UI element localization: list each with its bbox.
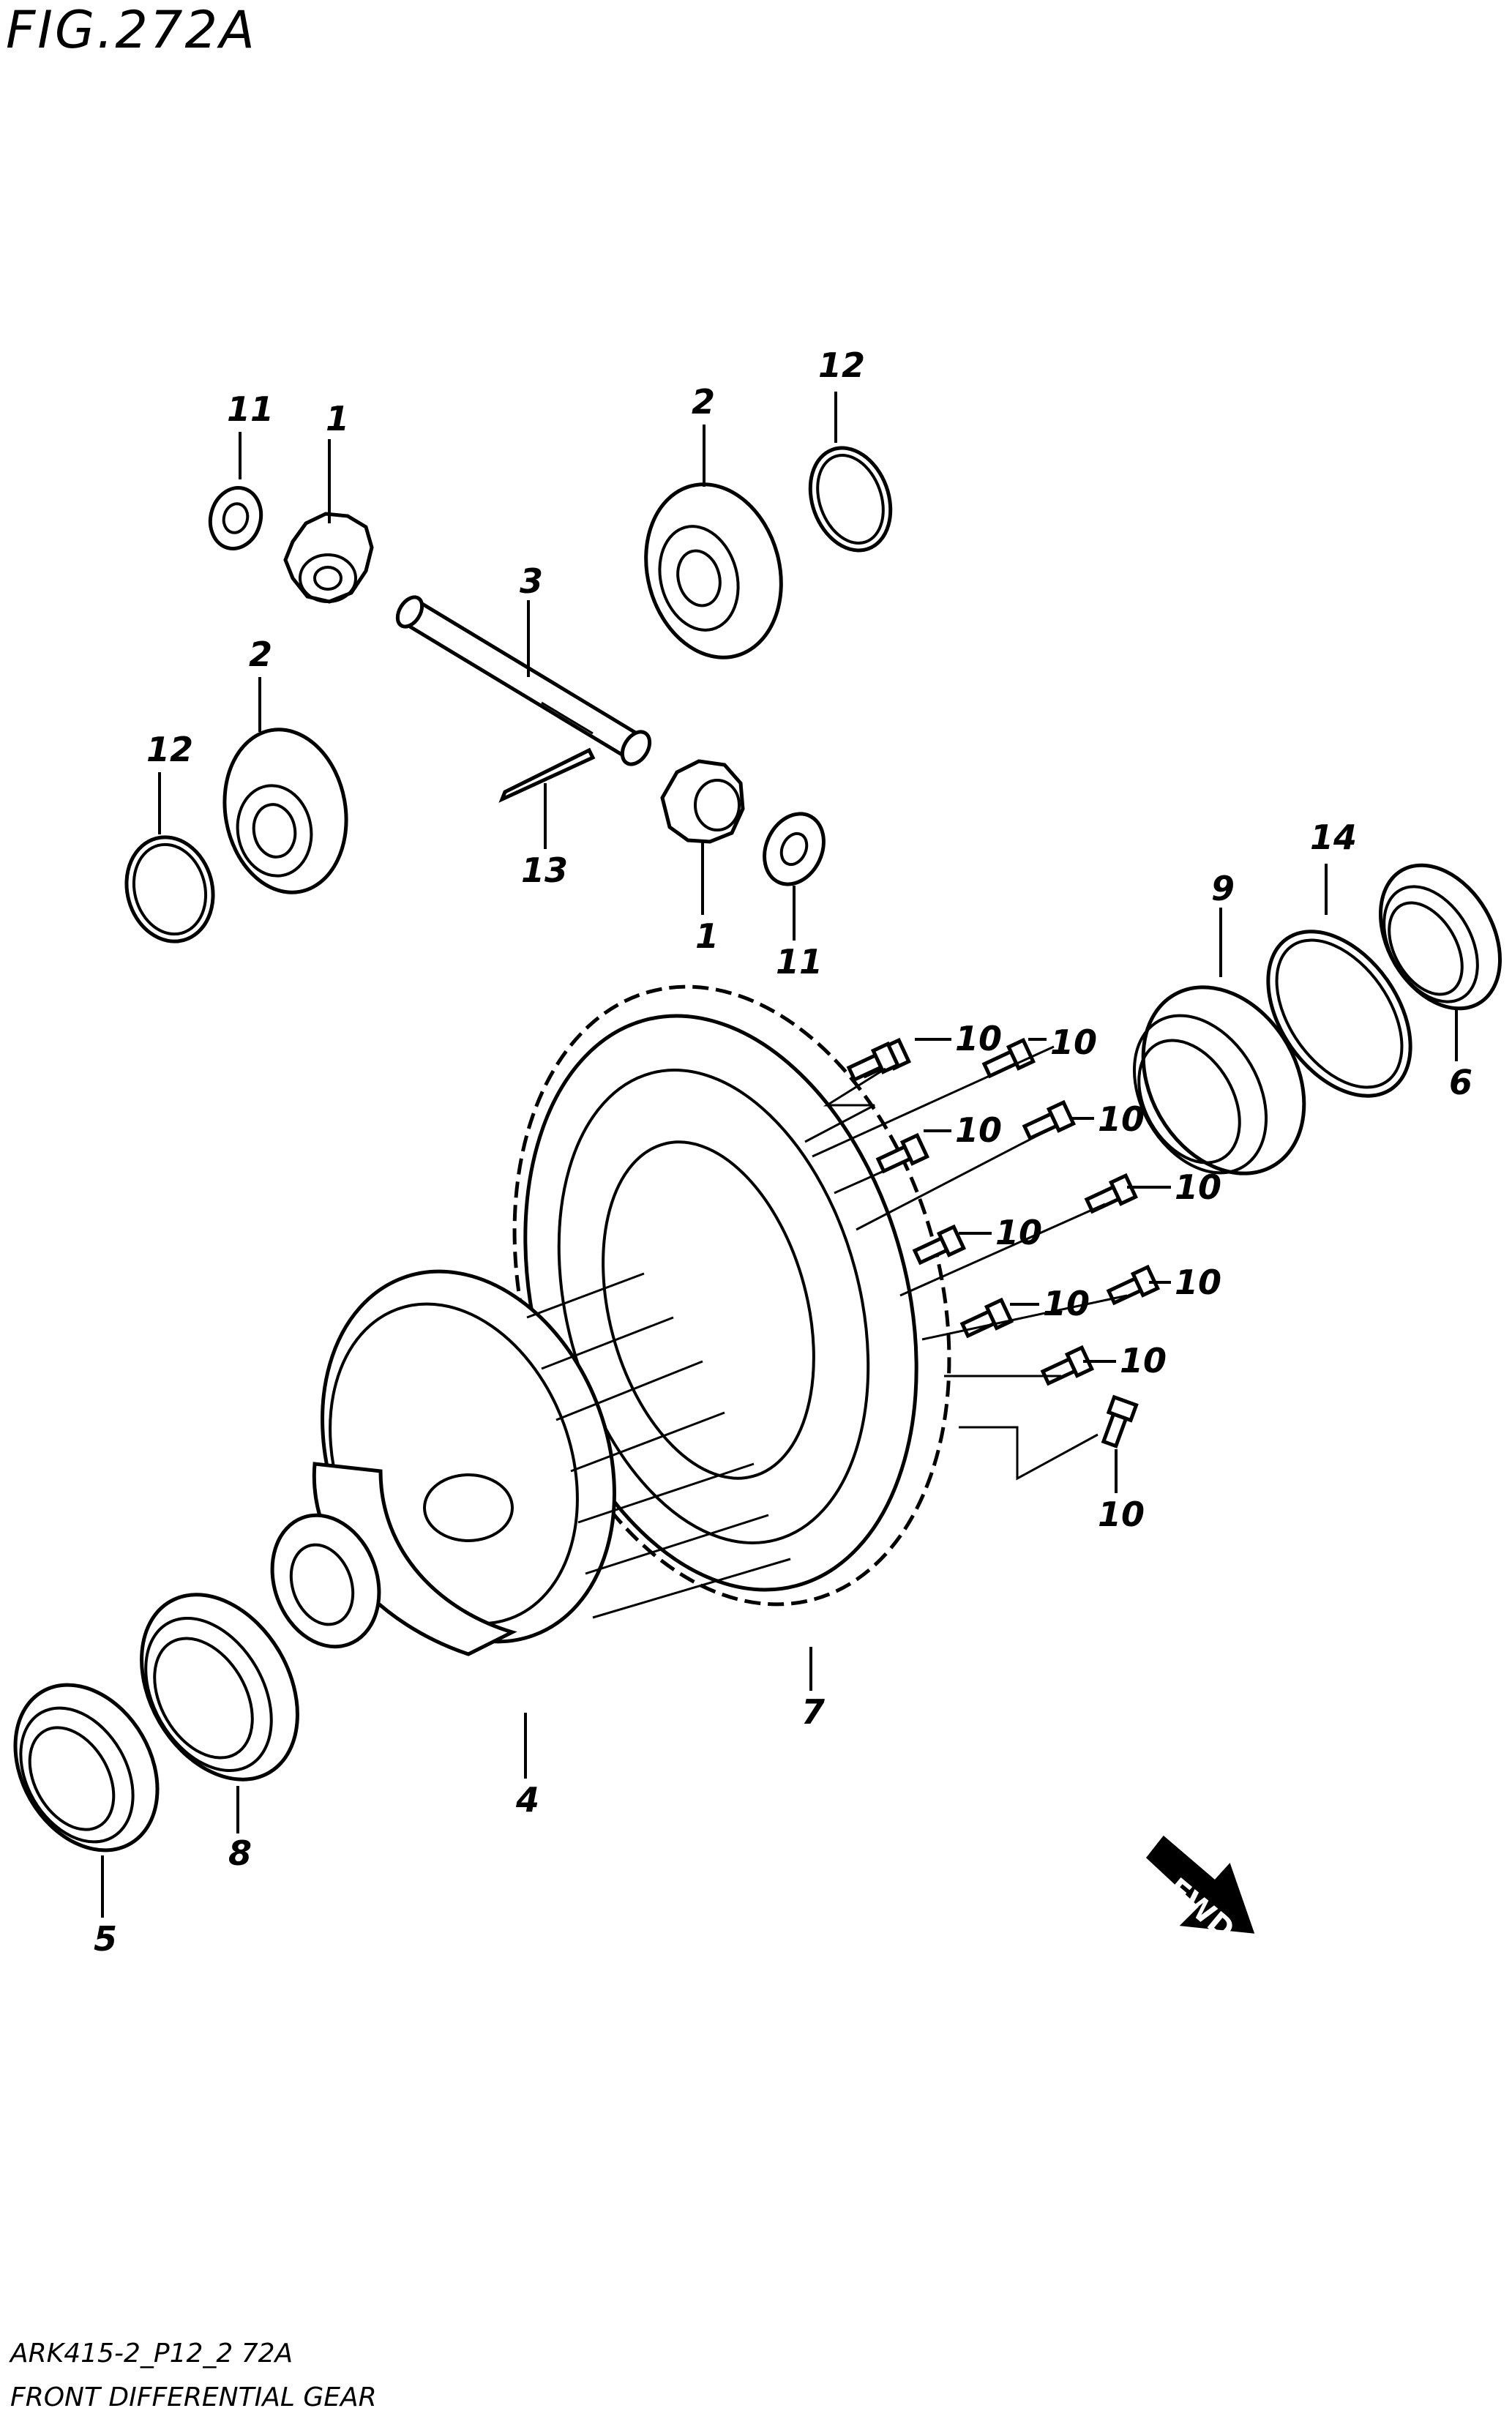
callout-14: 14	[1310, 818, 1357, 857]
bearing-right	[1132, 985, 1306, 1175]
callout-2: 2	[692, 382, 715, 422]
callout-4: 4	[515, 1780, 539, 1820]
bolt-centerlines	[526, 1272, 791, 1619]
callout-1: 1	[695, 916, 719, 956]
pinion-gear-upper	[283, 512, 374, 604]
callout-10: 10	[1050, 1023, 1097, 1062]
callout-2: 2	[249, 635, 272, 674]
thrust-washer-lower	[763, 812, 826, 886]
figure-name: FRONT DIFFERENTIAL GEAR	[10, 2382, 377, 2412]
callout-10: 10	[1175, 1263, 1221, 1302]
shim-ring-left	[124, 835, 215, 943]
callout-3: 3	[520, 561, 543, 601]
figure-title: FIG.272A	[6, 0, 257, 60]
callout-12: 12	[818, 345, 865, 385]
callout-5: 5	[94, 1919, 117, 1959]
figure-code: ARK415-2_P12_2 72A	[10, 2339, 293, 2369]
oil-seal-left	[13, 1683, 160, 1853]
fwd-direction-badge: FWD	[1145, 1835, 1255, 1947]
callout-10: 10	[1043, 1284, 1090, 1323]
callout-10: 10	[955, 1110, 1002, 1150]
callout-11: 11	[227, 389, 274, 429]
callout-10: 10	[1098, 1495, 1145, 1534]
callout-10: 10	[1175, 1167, 1221, 1207]
callout-13: 13	[521, 850, 568, 890]
callout-numbers: 11 1 2 12 3 2 12 13 1 11 14 9 6 10 10 10…	[94, 345, 1472, 1959]
bearing-left	[140, 1593, 299, 1782]
callout-10: 10	[995, 1213, 1042, 1252]
callout-8: 8	[228, 1833, 252, 1873]
leader-lines	[101, 392, 1458, 1918]
ring-gear	[512, 984, 951, 1607]
callout-7: 7	[801, 1692, 825, 1732]
callout-9: 9	[1211, 869, 1235, 908]
callout-1: 1	[326, 399, 349, 438]
callout-11: 11	[776, 942, 823, 982]
shim-ring-upper	[808, 446, 893, 553]
callout-10: 10	[1098, 1099, 1145, 1139]
shim-ring-right	[1266, 930, 1412, 1098]
pinion-shaft	[395, 595, 652, 766]
callout-10: 10	[1120, 1341, 1167, 1380]
callout-6: 6	[1449, 1063, 1472, 1102]
pinion-gear-lower	[660, 759, 745, 844]
callout-10: 10	[955, 1019, 1002, 1058]
lock-pin	[498, 747, 596, 803]
side-gear-left	[222, 728, 348, 894]
callout-12: 12	[146, 730, 193, 769]
side-gear-upper	[644, 482, 783, 659]
thrust-washer-upper	[208, 485, 263, 551]
oil-seal-right	[1378, 863, 1502, 1011]
differential-case	[270, 1269, 616, 1656]
